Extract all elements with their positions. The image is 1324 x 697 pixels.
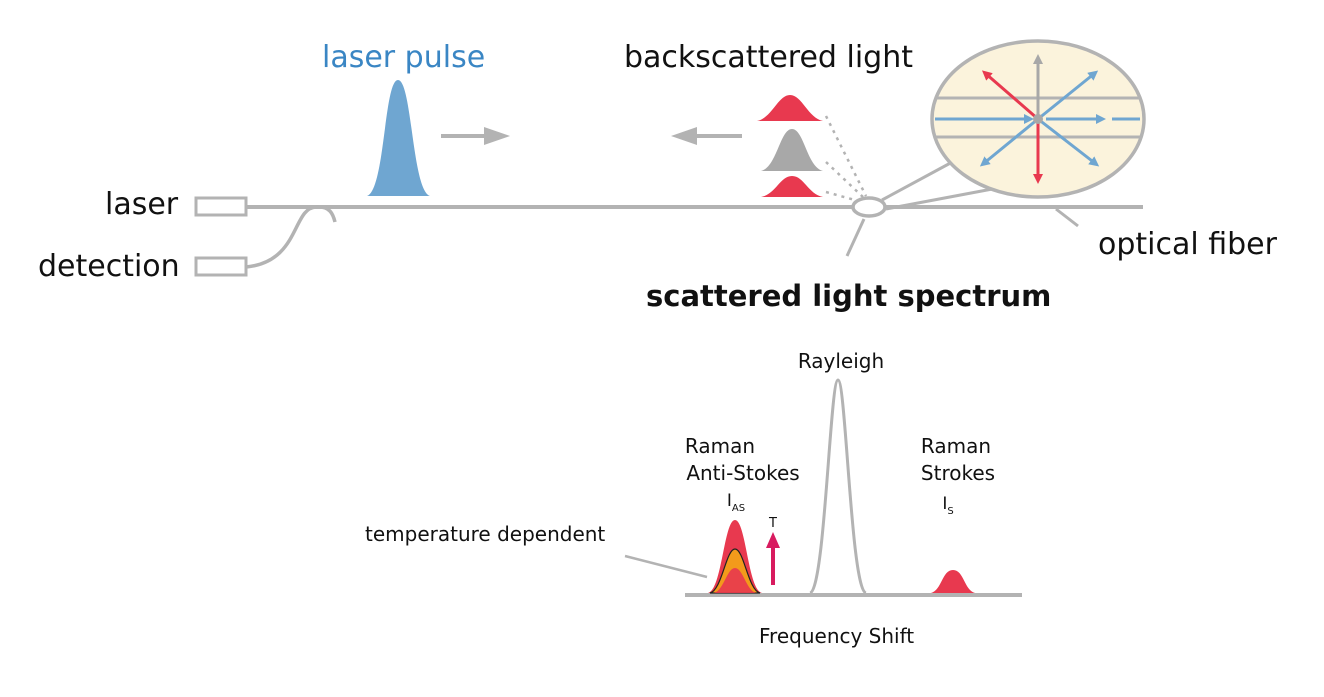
fiber-leader (1055, 207, 1079, 228)
inset-fiber-lines (932, 96, 1144, 139)
backward-arrow-head (671, 127, 697, 145)
forward-arrow-head (484, 127, 510, 145)
raman-antistokes-line2: Anti-Stokes (686, 461, 800, 485)
spectrum-leader (845, 218, 866, 257)
i-as-label: IAS (726, 491, 745, 514)
backscatter-gray-mid (761, 129, 823, 171)
scatter-point (851, 196, 887, 218)
frequency-shift-label: Frequency Shift (759, 624, 915, 648)
laser-port-box (194, 196, 248, 217)
temperature-arrow-head (766, 532, 780, 548)
raman-antistokes-line1: Raman (684, 434, 756, 458)
laser-label: laser (105, 187, 179, 222)
laser-pulse-shape (367, 80, 430, 196)
scatter-dotted-lines (824, 115, 868, 204)
i-s-main: I (942, 494, 948, 514)
antistokes-peak-inner (714, 568, 756, 593)
raman-stokes-line1: Raman (920, 434, 992, 458)
backscattered-light-label: backscattered light (624, 40, 913, 75)
scattered-light-spectrum-label: scattered light spectrum (646, 279, 1052, 313)
i-as-main: I (726, 491, 732, 511)
inset-leader-upper (881, 158, 957, 202)
optical-fiber-label: optical fiber (1098, 227, 1277, 262)
rayleigh-peak (808, 378, 868, 595)
i-as-sub: AS (731, 503, 746, 514)
detection-label: detection (38, 249, 180, 284)
raman-stokes-line2: Strokes (920, 461, 996, 485)
rayleigh-label: Rayleigh (797, 349, 885, 373)
temperature-dependent-label: temperature dependent (365, 522, 606, 546)
i-s-sub: S (947, 506, 954, 517)
backscatter-red-bottom (761, 176, 823, 197)
i-s-label: IS (942, 494, 953, 517)
inset-center-particle (1033, 114, 1043, 124)
backscatter-red-top (757, 95, 823, 121)
stokes-peak (931, 570, 975, 593)
temperature-leader (624, 554, 708, 579)
detection-port-box (194, 256, 248, 277)
inset-leader-lower (885, 185, 1004, 211)
t-arrow-label: T (769, 516, 777, 531)
inset-arrows (935, 54, 1140, 184)
coupler-curve (245, 205, 337, 269)
laser-pulse-label: laser pulse (322, 40, 486, 75)
